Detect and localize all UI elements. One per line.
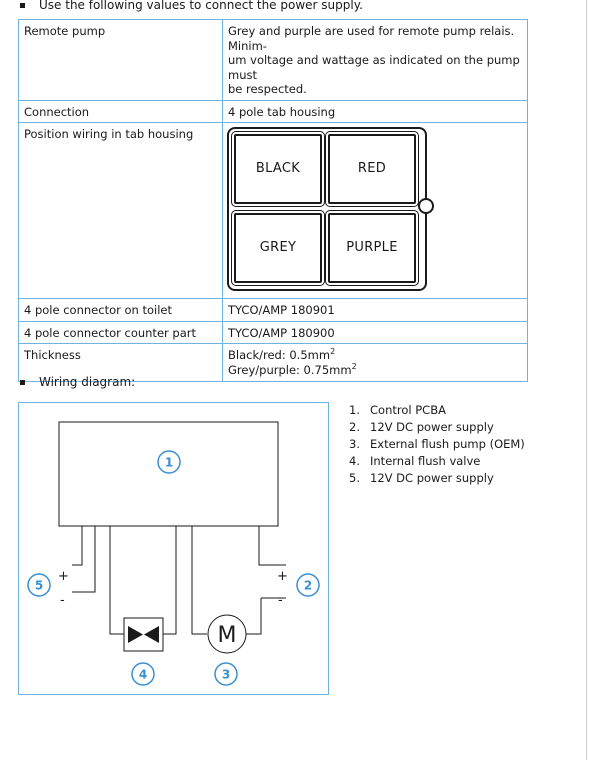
plus-2: + — [277, 569, 288, 584]
page-edge-rule — [586, 0, 587, 760]
value-line: um voltage and wattage as indicated on t… — [228, 53, 520, 82]
intro-line: Use the following values to connect the … — [20, 0, 363, 12]
row-value: BLACK RED GREY PURPLE — [222, 122, 528, 299]
table-row: Connection 4 pole tab housing — [18, 99, 528, 123]
callout-5-label: 5 — [35, 579, 43, 593]
callout-5: 5 — [27, 573, 51, 597]
callout-1 — [157, 450, 181, 474]
valve-left-triangle — [128, 626, 143, 643]
row-label: Remote pump — [18, 19, 223, 101]
value-line: be respected. — [228, 82, 307, 96]
diagram-frame — [18, 402, 329, 695]
callout-3-label: 3 — [222, 668, 230, 682]
bullet-icon — [20, 2, 25, 8]
row-value: TYCO/AMP 180901 — [222, 298, 528, 322]
callout-2: 2 — [296, 573, 320, 597]
bullet-icon — [20, 379, 25, 385]
wire-4-a — [109, 526, 124, 635]
wire-4-b — [163, 526, 177, 635]
row-value: TYCO/AMP 180900 — [222, 320, 528, 344]
wire-5-plus — [72, 526, 83, 566]
wire-3-a — [191, 526, 207, 635]
callout-4: 4 — [131, 662, 155, 686]
row-label: Connection — [18, 99, 223, 123]
wiring-heading: Wiring diagram: — [39, 375, 136, 389]
list-item: 1.Control PCBA — [349, 403, 446, 417]
row-label: Thickness — [18, 343, 223, 382]
callout-3: 3 — [214, 662, 238, 686]
wiring-heading-line: Wiring diagram: — [20, 375, 135, 389]
row-label: 4 pole connector on toilet — [18, 298, 223, 322]
table-row: 4 pole connector on toilet TYCO/AMP 1809… — [18, 298, 528, 322]
callout-4-label: 4 — [139, 668, 147, 682]
spec-table: Remote pump Grey and purple are used for… — [18, 19, 528, 382]
pin-red: RED — [325, 131, 419, 207]
row-value: 4 pole tab housing — [222, 99, 528, 123]
control-pcba-box — [58, 421, 279, 527]
table-row: Position wiring in tab housing BLACK RED… — [18, 122, 528, 299]
wiring-diagram: 1 M + - + - 5 2 4 3 — [18, 402, 329, 695]
list-item: 2.12V DC power supply — [349, 420, 494, 434]
table-row: Remote pump Grey and purple are used for… — [18, 19, 528, 101]
row-label: Position wiring in tab housing — [18, 122, 223, 299]
list-item: 5.12V DC power supply — [349, 471, 494, 485]
table-row: Thickness Black/red: 0.5mm2 Grey/purple:… — [18, 343, 528, 382]
minus-5: - — [60, 593, 65, 608]
thickness-line-1: Black/red: 0.5mm2 — [228, 347, 336, 362]
value-line: Grey and purple are used for remote pump… — [228, 24, 515, 53]
intro-text: Use the following values to connect the … — [39, 0, 363, 12]
callout-1-label: 1 — [165, 456, 173, 470]
plus-5: + — [58, 569, 69, 584]
pin-grey: GREY — [231, 210, 325, 286]
list-item: 4.Internal flush valve — [349, 454, 481, 468]
diagram-legend: 1.Control PCBA 2.12V DC power supply 3.E… — [349, 402, 525, 487]
row-value: Black/red: 0.5mm2 Grey/purple: 0.75mm2 — [222, 343, 528, 382]
row-value: Grey and purple are used for remote pump… — [222, 19, 528, 101]
callout-2-label: 2 — [304, 579, 312, 593]
housing-notch — [418, 198, 434, 214]
tab-housing-diagram: BLACK RED GREY PURPLE — [227, 127, 434, 291]
row-label: 4 pole connector counter part — [18, 320, 223, 344]
list-item: 3.External flush pump (OEM) — [349, 437, 525, 451]
wire-3-b — [246, 598, 262, 635]
pin-black: BLACK — [231, 131, 325, 207]
table-row: 4 pole connector counter part TYCO/AMP 1… — [18, 320, 528, 344]
thickness-line-2: Grey/purple: 0.75mm2 — [228, 361, 357, 377]
motor-symbol — [207, 614, 247, 654]
wire-5-minus — [72, 526, 96, 593]
motor-label: M — [218, 623, 237, 648]
minus-2: - — [278, 593, 283, 608]
pin-purple: PURPLE — [325, 210, 419, 286]
wire-2-plus — [258, 526, 286, 566]
wires — [72, 526, 286, 635]
valve-right-triangle — [144, 626, 159, 643]
